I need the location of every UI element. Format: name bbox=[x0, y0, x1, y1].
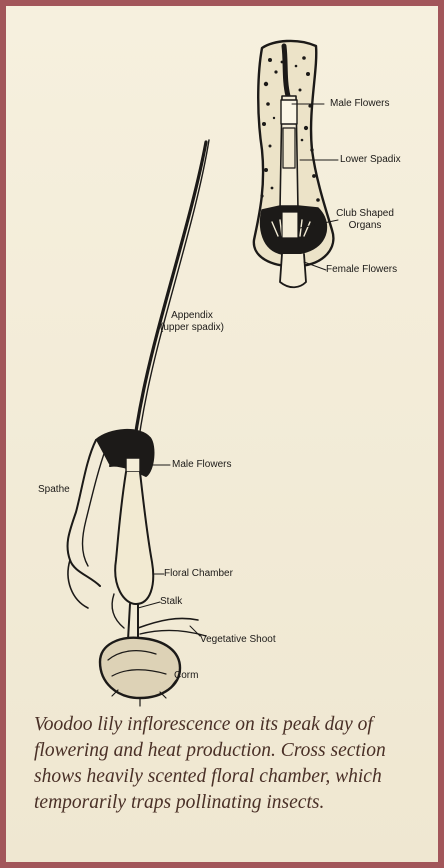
label-stalk: Stalk bbox=[160, 596, 182, 608]
label-corm: Corm bbox=[174, 670, 198, 682]
label-club-shaped-line1: Club Shaped bbox=[330, 208, 400, 220]
label-appendix: Appendix (upper spadix) bbox=[152, 310, 232, 334]
label-appendix-line2: (upper spadix) bbox=[152, 322, 232, 334]
plant-drawing bbox=[68, 140, 209, 706]
label-lower-spadix: Lower Spadix bbox=[340, 154, 401, 166]
figure-caption: Voodoo lily inflorescence on its peak da… bbox=[34, 712, 426, 816]
label-spathe: Spathe bbox=[38, 484, 70, 496]
label-appendix-line1: Appendix bbox=[152, 310, 232, 322]
cross-section-drawing bbox=[254, 41, 338, 287]
label-club-shaped-organs: Club Shaped Organs bbox=[330, 208, 400, 232]
label-male-flowers-section: Male Flowers bbox=[330, 98, 389, 110]
label-club-shaped-line2: Organs bbox=[330, 220, 400, 232]
label-vegetative-shoot: Vegetative Shoot bbox=[200, 634, 276, 646]
label-male-flowers-plant: Male Flowers bbox=[172, 459, 231, 471]
label-female-flowers: Female Flowers bbox=[326, 264, 397, 276]
label-floral-chamber: Floral Chamber bbox=[164, 568, 233, 580]
